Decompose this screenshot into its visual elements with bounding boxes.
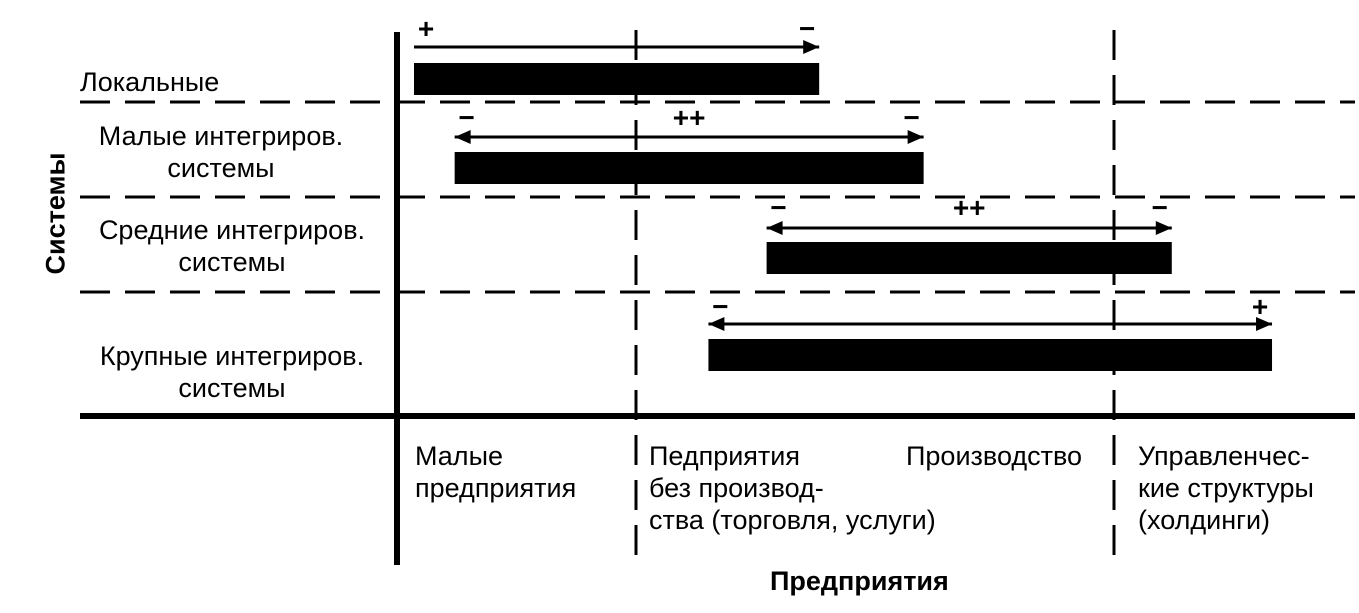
row-dividers xyxy=(80,100,1355,294)
bar-row-2 xyxy=(454,152,924,184)
mark-row-4-1: − xyxy=(712,291,728,322)
bars-group xyxy=(414,63,1273,371)
mark-row-3-1: − xyxy=(770,192,786,223)
arrowhead-left-row-3 xyxy=(766,221,783,235)
mark-row-2-1: − xyxy=(458,102,474,133)
category-label-management: Управленчес- кие структуры (холдинги) xyxy=(1138,441,1314,535)
mark-row-3-3: − xyxy=(1152,192,1168,223)
arrowhead-left-row-4 xyxy=(708,317,725,331)
category-label-non-production: Педприятия без производ- ства (торговля,… xyxy=(649,441,936,535)
mark-row-2-3: − xyxy=(903,102,919,133)
category-label-small: Малые предприятия xyxy=(415,441,577,503)
mark-row-1-2: − xyxy=(799,13,815,44)
arrowhead-left-row-2 xyxy=(454,130,471,144)
row-label-medium-integrated: Средние интегриров. системы xyxy=(98,215,366,277)
arrowhead-right-row-3 xyxy=(1155,221,1172,235)
x-axis-title: Предприятия xyxy=(770,566,949,596)
bar-row-4 xyxy=(708,339,1273,371)
row-label-large-integrated: Крупные интегриров. системы xyxy=(99,341,365,403)
mark-row-1-1: + xyxy=(418,13,434,44)
row-label-local: Локальные xyxy=(80,67,220,97)
y-axis-title: Системы xyxy=(40,152,71,275)
mark-row-4-2: + xyxy=(1252,291,1268,322)
mark-row-2-2: ++ xyxy=(673,102,706,133)
category-label-production: Производство xyxy=(906,441,1083,471)
bar-row-3 xyxy=(766,242,1172,274)
arrowhead-right-row-1 xyxy=(803,40,820,54)
arrowhead-right-row-2 xyxy=(907,130,924,144)
mark-row-3-2: ++ xyxy=(953,192,986,223)
arrows-group: + − − ++ − − ++ − − + xyxy=(414,13,1273,331)
row-label-small-integrated: Малые интегриров. системы xyxy=(98,121,344,183)
bar-row-1 xyxy=(414,63,820,95)
arrowhead-right-row-4 xyxy=(1256,317,1273,331)
